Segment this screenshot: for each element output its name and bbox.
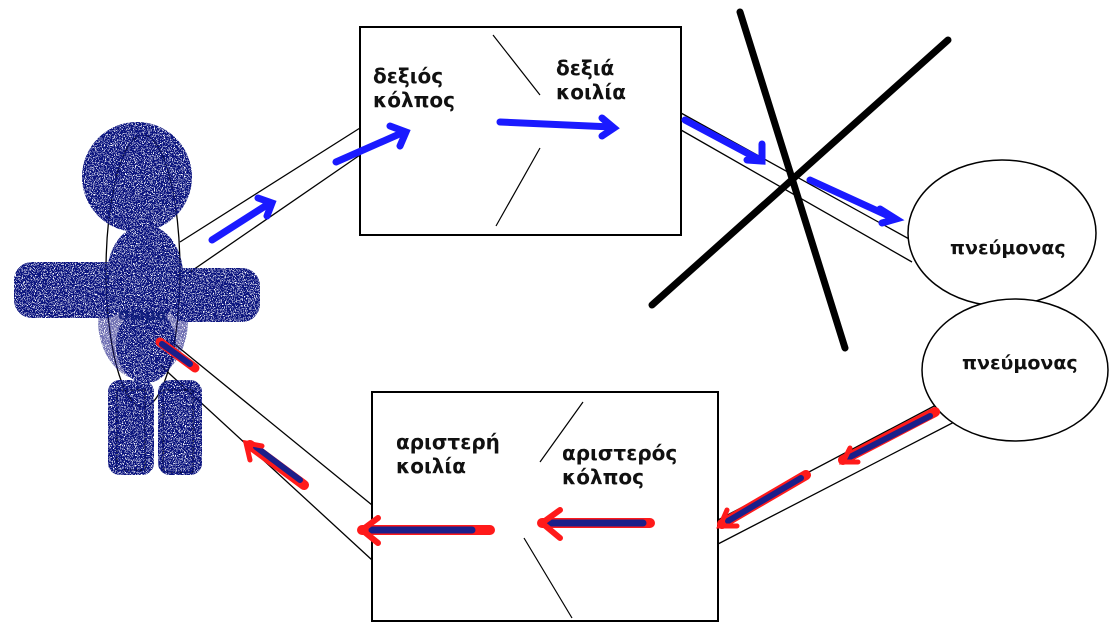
cross-mark — [648, 8, 952, 352]
label-right-atrium: δεξιός κόλπος — [373, 64, 455, 112]
label-body: σώμα — [118, 305, 167, 324]
label-right-ventricle: δεξιά κοιλία — [556, 56, 626, 104]
blue-arrowhead-to-lung-2 — [876, 205, 905, 227]
label-right-atrium-line1: δεξιός — [373, 64, 444, 88]
red-arrow-lung-1 — [838, 407, 940, 465]
blue-arrow-body-1 — [208, 199, 274, 244]
blue-arrow-body-2 — [332, 128, 408, 166]
label-lung-bottom: πνεύμονας — [962, 351, 1078, 375]
label-left-atrium: αριστερός κόλπος — [562, 441, 677, 489]
label-lung-top: πνεύμονας — [950, 236, 1066, 260]
body-figure — [14, 122, 260, 475]
blue-arrow-atrium-ventricle — [496, 118, 616, 131]
label-left-atrium-line1: αριστερός — [562, 441, 678, 465]
red-arrow-to-body-2 — [155, 337, 200, 373]
label-left-ventricle: αριστερή κοιλία — [396, 430, 500, 478]
right-heart-box — [359, 26, 682, 236]
label-lung-bottom-text: πνεύμονας — [962, 352, 1078, 374]
label-left-ventricle-line2: κοιλία — [396, 454, 466, 478]
label-body-text: σώμα — [118, 305, 168, 324]
lung-bottom-shape — [921, 298, 1109, 442]
red-arrow-ventricle-out — [357, 515, 495, 546]
red-arrow-to-body-1 — [242, 439, 309, 490]
label-right-ventricle-line2: κοιλία — [556, 80, 626, 104]
label-right-atrium-line2: κόλπος — [373, 88, 456, 112]
vessel-body-to-right-atrium — [179, 127, 361, 273]
blue-arrowhead-body-1 — [254, 194, 277, 220]
deoxygenated-flow-arrows — [208, 114, 905, 244]
label-lung-top-text: πνεύμονας — [950, 237, 1066, 259]
label-left-atrium-line2: κόλπος — [562, 465, 645, 489]
label-left-ventricle-line1: αριστερή — [396, 430, 500, 454]
blue-arrowhead-to-lung-1 — [743, 140, 766, 165]
blue-arrowhead-body-2 — [386, 122, 411, 150]
blue-arrowhead-atrium-ventricle — [598, 114, 620, 140]
red-arrow-atrium-ventricle — [537, 507, 655, 541]
lung-top-shape — [907, 159, 1097, 307]
left-heart-box — [371, 391, 719, 622]
label-right-ventricle-line1: δεξιά — [556, 56, 615, 80]
red-arrow-lung-2 — [716, 470, 811, 529]
blue-arrow-to-lung-1 — [681, 116, 764, 164]
oxygenated-flow-arrows — [155, 337, 940, 546]
